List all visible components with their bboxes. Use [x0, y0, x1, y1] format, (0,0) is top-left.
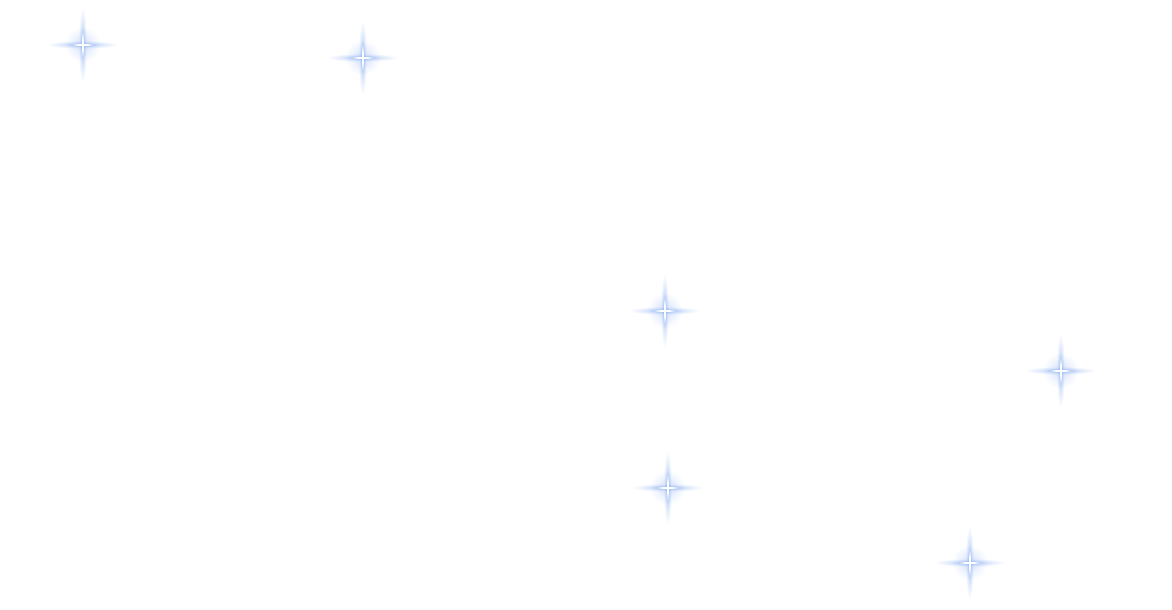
sparkle-ray-horizontal — [328, 54, 398, 62]
sparkle-ray-vertical — [661, 274, 669, 348]
sparkle-icon — [38, 0, 128, 90]
sparkle-glow — [346, 41, 380, 75]
sparkle-ray-vertical — [79, 8, 87, 82]
sparkle-icon — [925, 518, 1015, 608]
sparkle-ray-horizontal — [633, 484, 703, 492]
sparkle-ray-horizontal — [48, 41, 118, 49]
sparkle-ray-vertical — [359, 21, 367, 95]
sparkle-glow — [648, 294, 682, 328]
sparkle-core-vertical — [1060, 358, 1062, 384]
sparkle-core-horizontal — [72, 44, 94, 46]
sparkle-core-vertical — [664, 298, 666, 324]
sparkle-core-vertical — [667, 475, 669, 501]
sparkle-glow — [66, 28, 100, 62]
sparkle-core-vertical — [362, 45, 364, 71]
sparkle-icon — [623, 443, 713, 533]
sparkle-ray-horizontal — [1026, 367, 1096, 375]
sparkle-core-horizontal — [959, 562, 981, 564]
sparkle-glow — [953, 546, 987, 580]
sparkle-core-horizontal — [654, 310, 676, 312]
sparkle-core-horizontal — [657, 487, 679, 489]
sparkle-ray-vertical — [664, 451, 672, 525]
sparkle-core-vertical — [969, 550, 971, 576]
sparkle-core-horizontal — [352, 57, 374, 59]
sparkle-ray-horizontal — [935, 559, 1005, 567]
sparkle-glow — [1044, 354, 1078, 388]
sparkle-icon — [1016, 326, 1106, 416]
sparkle-ray-vertical — [1057, 334, 1065, 408]
sparkle-ray-vertical — [966, 526, 974, 600]
sparkle-core-vertical — [82, 32, 84, 58]
sparkle-icon — [318, 13, 408, 103]
sparkle-icon — [620, 266, 710, 356]
sparkle-ray-horizontal — [630, 307, 700, 315]
sparkle-core-horizontal — [1050, 370, 1072, 372]
sparkle-glow — [651, 471, 685, 505]
